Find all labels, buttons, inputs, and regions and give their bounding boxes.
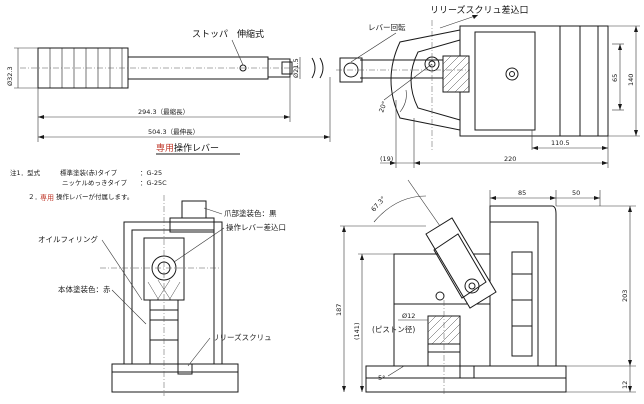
callout-lever-rotation: レバー回転: [368, 23, 406, 32]
jack-side-view: [365, 179, 567, 396]
front-release-screw: [177, 363, 193, 375]
callout-lever-port: 操作レバー差込口: [226, 222, 286, 232]
side-cylinder: [511, 251, 533, 357]
note1-nickel-value: ：G-25C: [140, 179, 167, 187]
dim-12: 12: [621, 381, 629, 389]
callout-stopper: ストッパ 伸縮式: [192, 28, 264, 40]
notes: 注1．型式 標準塗装(赤)タイプ ：G-25 ニッケルめっきタイプ ：G-25C…: [10, 168, 167, 202]
note1-std-value: ：G-25: [140, 169, 162, 177]
lever-title-text: 操作レバー: [174, 142, 219, 154]
dim-203: 203: [621, 290, 629, 302]
note2-prefix: ２．: [28, 193, 41, 201]
dim-85: 85: [518, 189, 526, 197]
side-base: [365, 365, 567, 393]
side-body: [489, 205, 557, 367]
dim-140: 140: [627, 74, 635, 86]
top-view-dimensions: 20° 65 140 110.5 (19) 220: [377, 25, 640, 168]
dim-67-3deg: 67.3°: [370, 195, 388, 214]
jack-front-view: [100, 195, 239, 396]
note2-mark: 専用: [40, 193, 54, 202]
top-front-housing: [390, 29, 461, 131]
top-cylinder-block: [474, 31, 536, 131]
dim-187: 187: [335, 304, 343, 316]
lever-grip-knurl: [49, 48, 123, 88]
dim-141: (141): [353, 323, 361, 340]
top-body: [459, 25, 609, 137]
note2-text: 操作レバーが付属します。: [56, 192, 133, 201]
note1-std-label: 標準塗装(赤)タイプ: [60, 168, 118, 177]
break-mark: [311, 57, 316, 79]
dim-65: 65: [611, 74, 619, 82]
lever-dimensions: Ø32.3 Ø21.5 294.3（最縮長） 504.3（最伸長）: [6, 47, 331, 142]
callout-release-screw: リリーズスクリュ: [212, 332, 272, 342]
dim-5deg: 5°: [378, 374, 385, 382]
front-claw: [181, 200, 207, 219]
front-callouts: 爪部塗装色：黒 操作レバー差込口 オイルフィリング 本体塗装色：赤 リリーズスク…: [38, 207, 286, 367]
dim-19: (19): [380, 155, 393, 163]
side-pivot: [464, 278, 480, 294]
dim-12-phi: Ø12: [402, 312, 415, 320]
lever-title-mark: 専用: [156, 142, 174, 154]
note1-nickel-label: ニッケルめっきタイプ: [62, 178, 128, 187]
top-release-hole: [505, 67, 519, 81]
note1-prefix: 注1．型式: [10, 168, 41, 177]
jack-top-view: [336, 14, 609, 150]
break-mark: [319, 57, 324, 79]
callout-body-paint: 本体塗装色：赤: [58, 284, 111, 294]
callout-piston-diameter: (ピストン径): [372, 324, 415, 334]
callout-claw-paint: 爪部塗装色：黒: [224, 208, 277, 218]
operating-lever: [20, 47, 324, 89]
callout-oil-filling: オイルフィリング: [38, 234, 98, 244]
front-body-frame: [123, 221, 223, 365]
dim-50: 50: [572, 189, 580, 197]
dim-shaft-dia: Ø21.5: [292, 58, 300, 78]
dim-20deg: 20°: [377, 100, 388, 114]
side-release-part: [459, 365, 475, 379]
front-base: [111, 363, 239, 393]
dim-lever-min: 294.3（最縮長）: [138, 107, 189, 116]
dim-110-5: 110.5: [551, 139, 570, 147]
callout-release-port: リリーズスクリュ差込口: [430, 4, 529, 16]
dim-lever-max: 504.3（最伸長）: [148, 127, 199, 136]
dim-grip-dia: Ø32.3: [6, 66, 14, 86]
lever-title: 専用 操作レバー: [156, 142, 240, 155]
dim-220: 220: [504, 155, 516, 163]
top-lever-socket: [442, 55, 470, 93]
